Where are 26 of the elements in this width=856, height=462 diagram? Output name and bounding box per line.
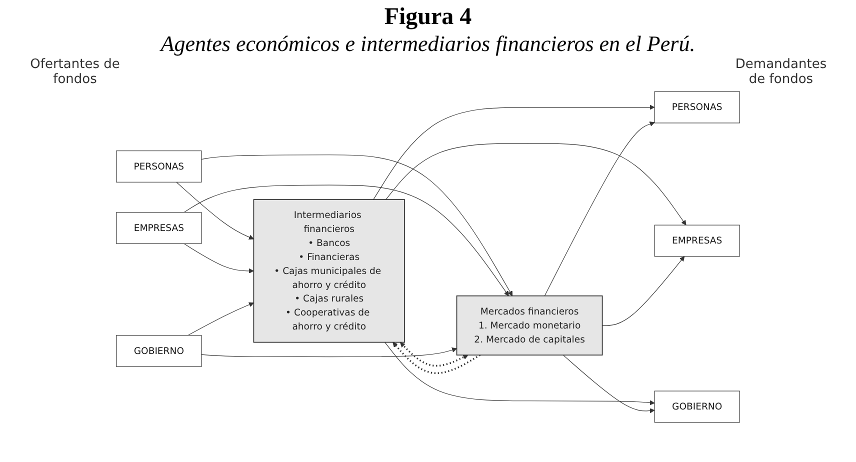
arrow — [184, 184, 509, 296]
arrow — [392, 342, 481, 374]
figure-caption: Agentes económicos e intermediarios financieros en el Perú. — [158, 31, 696, 57]
node-box: GOBIERNO — [116, 335, 202, 367]
arrow — [201, 154, 513, 296]
column-heading: Demandantes de fondos — [734, 57, 828, 87]
node-box: GOBIERNO — [654, 390, 740, 423]
arrow — [188, 302, 254, 336]
arrow — [184, 243, 254, 274]
arrow — [386, 143, 686, 226]
node-box: PERSONAS — [654, 91, 740, 124]
node-box: Mercados financieros 1. Mercado monetario 2. Mercado de capitales — [456, 295, 603, 356]
arrow — [544, 122, 655, 296]
node-box: EMPRESAS — [654, 224, 740, 257]
node-box: PERSONAS — [116, 150, 202, 182]
node-box: EMPRESAS — [116, 212, 202, 244]
column-heading: Ofertantes de fondos — [29, 57, 121, 87]
arrow — [176, 182, 254, 240]
arrow — [602, 256, 685, 326]
arrow — [400, 342, 468, 367]
arrow — [562, 354, 655, 414]
arrow — [373, 104, 655, 200]
figure-title: Figura 4 — [383, 4, 473, 31]
arrow — [384, 342, 655, 406]
node-box: Intermediarios financieros • Bancos • Financieras • Cajas municipales de ahorro y crédito • Cajas rurales • Cooperativas de ahorro y crédito — [253, 199, 405, 343]
arrow — [201, 347, 457, 358]
